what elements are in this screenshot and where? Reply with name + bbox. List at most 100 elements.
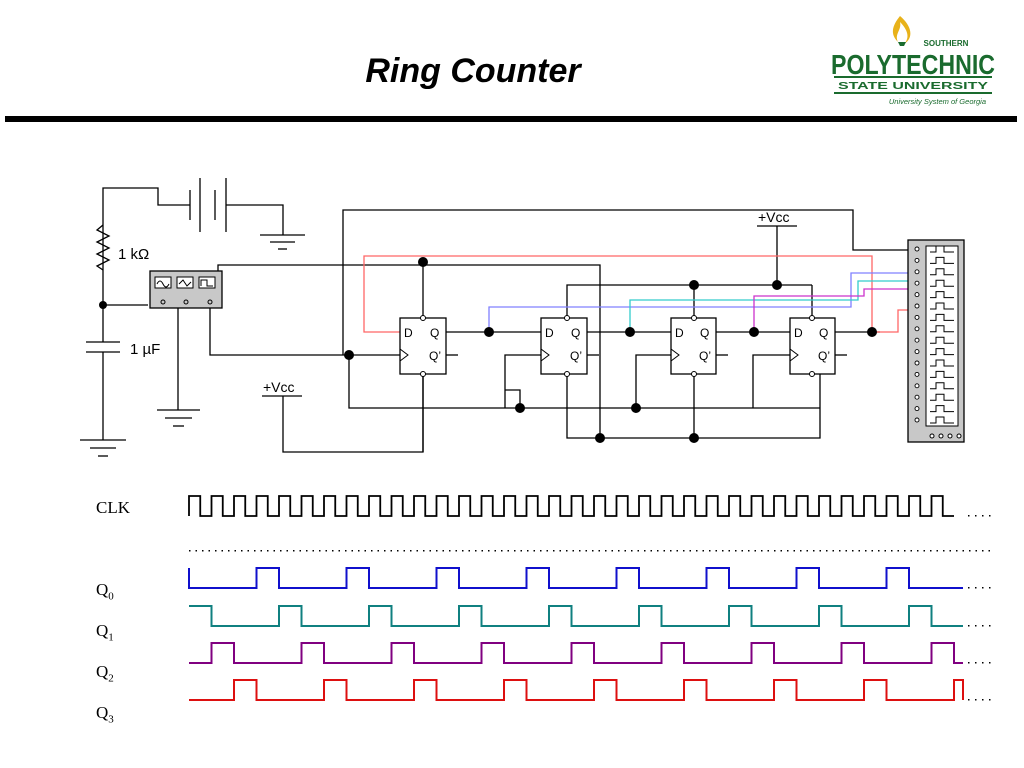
timing-grid-dot — [598, 550, 600, 552]
timing-grid-dot — [618, 550, 620, 552]
timing-grid-dot — [624, 550, 626, 552]
slide-title: Ring Counter — [365, 52, 581, 90]
timing-grid-dot — [416, 550, 418, 552]
timing-grid-dot — [520, 550, 522, 552]
timing-grid-dot — [793, 550, 795, 552]
timing-grid-dot — [735, 550, 737, 552]
q0-continuation-dot — [982, 587, 984, 589]
timing-grid-dot — [306, 550, 308, 552]
analyzer-pin — [914, 314, 920, 320]
timing-grid-dot — [293, 550, 295, 552]
analyzer-trace — [930, 268, 954, 276]
logo-top-word: SOUTHERN — [924, 39, 969, 48]
analyzer-pin — [914, 394, 920, 400]
flip-flop-2 — [670, 315, 717, 377]
timing-grid-dot — [670, 550, 672, 552]
analyzer-trace — [930, 325, 954, 333]
timing-grid-dot — [819, 550, 821, 552]
timing-grid-dot — [384, 550, 386, 552]
analyzer-trace — [930, 359, 954, 367]
q2-continuation-dot — [989, 662, 991, 664]
timing-grid-dot — [741, 550, 743, 552]
timing-grid-dot — [189, 550, 191, 552]
timing-grid-dot — [748, 550, 750, 552]
timing-grid-dot — [442, 550, 444, 552]
analyzer-pin — [914, 337, 920, 343]
timing-grid-dot — [585, 550, 587, 552]
ff3-q-label: Q — [819, 326, 828, 340]
ff0-qbar-label: Q’ — [429, 349, 441, 363]
timing-grid-dot — [475, 550, 477, 552]
timing-grid-dot — [319, 550, 321, 552]
timing-grid-dot — [826, 550, 828, 552]
q0-signal-label: Q0 — [96, 580, 114, 603]
ff1-d-label: D — [545, 326, 554, 340]
q1-waveform — [189, 605, 963, 627]
q2-continuation-dot — [968, 662, 970, 664]
timing-grid-dot — [410, 550, 412, 552]
timing-grid-dot — [559, 550, 561, 552]
q3-continuation-dot — [982, 699, 984, 701]
flip-flop-0 — [399, 315, 447, 377]
timing-grid-dot — [780, 550, 782, 552]
q3-continuation-dot — [975, 699, 977, 701]
timing-grid-dot — [494, 550, 496, 552]
q1-continuation-dot — [989, 625, 991, 627]
analyzer-trace — [930, 393, 954, 401]
q1-signal-label: Q1 — [96, 621, 114, 644]
timing-grid-dot — [800, 550, 802, 552]
timing-grid-dot — [533, 550, 535, 552]
timing-grid-dot — [884, 550, 886, 552]
timing-grid-dot — [988, 550, 990, 552]
timing-grid-dot — [455, 550, 457, 552]
timing-grid-dot — [377, 550, 379, 552]
timing-grid-dot — [364, 550, 366, 552]
vcc-top-label: +Vcc — [758, 209, 790, 225]
title-divider — [5, 116, 1017, 122]
timing-grid-dot — [436, 550, 438, 552]
timing-grid-dot — [221, 550, 223, 552]
timing-grid-dot — [345, 550, 347, 552]
timing-grid-dot — [774, 550, 776, 552]
q0-continuation-dot — [989, 587, 991, 589]
q2-waveform — [189, 642, 963, 664]
timing-grid-dot — [429, 550, 431, 552]
q3-signal-label: Q3 — [96, 703, 114, 726]
timing-grid-dot — [839, 550, 841, 552]
timing-grid-dot — [936, 550, 938, 552]
timing-grid-dot — [930, 550, 932, 552]
analyzer-pin — [914, 371, 920, 377]
timing-grid-dot — [195, 550, 197, 552]
timing-grid-dot — [728, 550, 730, 552]
timing-grid-dot — [371, 550, 373, 552]
timing-grid-dot — [390, 550, 392, 552]
timing-grid-dot — [631, 550, 633, 552]
timing-grid-dot — [527, 550, 529, 552]
timing-grid-dot — [878, 550, 880, 552]
timing-grid-dot — [910, 550, 912, 552]
q2-continuation-dot — [982, 662, 984, 664]
analyzer-trace — [930, 279, 954, 287]
analyzer-trace — [930, 245, 954, 253]
analyzer-trace — [930, 370, 954, 378]
timing-grid-dot — [507, 550, 509, 552]
q0-continuation-dot — [968, 587, 970, 589]
timing-grid-dot — [637, 550, 639, 552]
q2-signal-label: Q2 — [96, 662, 114, 685]
q1-continuation-dot — [968, 625, 970, 627]
timing-grid-dot — [975, 550, 977, 552]
timing-grid-dot — [247, 550, 249, 552]
analyzer-trace — [930, 405, 954, 413]
timing-grid-dot — [332, 550, 334, 552]
timing-grid-dot — [683, 550, 685, 552]
timing-grid-dot — [676, 550, 678, 552]
logo-main-word: POLYTECHNIC — [831, 49, 995, 80]
timing-grid-dot — [403, 550, 405, 552]
timing-grid-dot — [325, 550, 327, 552]
timing-grid-dot — [917, 550, 919, 552]
timing-grid-dot — [709, 550, 711, 552]
analyzer-pin — [914, 269, 920, 275]
timing-grid-dot — [761, 550, 763, 552]
ff2-qbar-label: Q’ — [699, 349, 711, 363]
